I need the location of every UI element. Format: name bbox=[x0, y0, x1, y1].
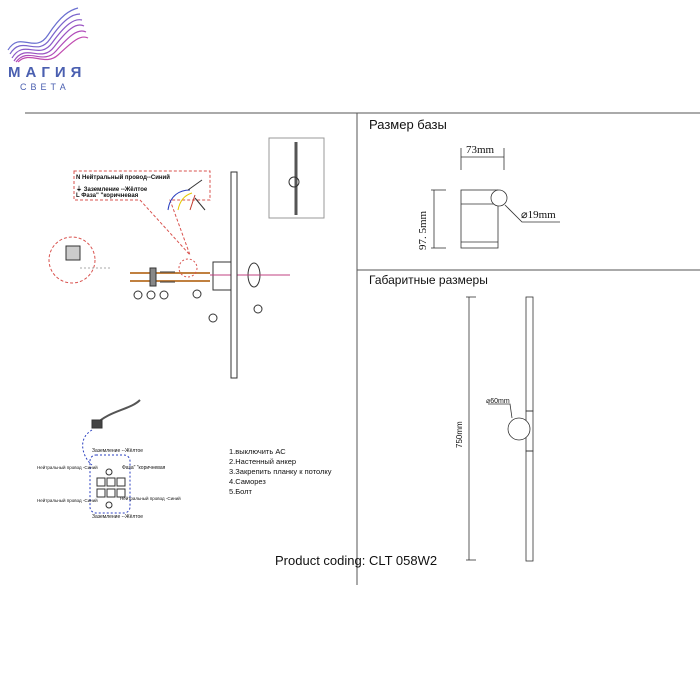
legend-neutral: N Нейтральный провод--Синий bbox=[76, 175, 170, 181]
step-1: 1.выключить АС bbox=[229, 447, 286, 456]
wiring-neutral-left-bottom: Нейтральный провод -Синий bbox=[37, 498, 98, 503]
legend-phase: L Фаза" "коричневая bbox=[76, 193, 138, 199]
ground-symbol-icon: ⏚ bbox=[76, 187, 83, 193]
logo-text: МАГИЯ bbox=[8, 64, 87, 81]
breaker-icon bbox=[65, 245, 81, 261]
legend-neutral-text: Нейтральный провод--Синий bbox=[82, 175, 170, 181]
wiring-neutral-right-bottom: Нейтральный провод -Синий bbox=[120, 496, 181, 501]
step-5: 5.Болт bbox=[229, 487, 252, 496]
base-width-label: 73mm bbox=[466, 144, 495, 156]
wiring-ground-top: Заземление --Жёлтое bbox=[92, 448, 144, 454]
overall-diameter-label: ⌀60mm bbox=[486, 398, 510, 405]
wiring-diagram bbox=[82, 399, 141, 514]
wiring-ground-bottom: Заземление --Жёлтое bbox=[92, 514, 144, 520]
callout-wire-detail bbox=[167, 179, 206, 211]
installation-steps: 1.выключить АС 2.Настенный анкер 3.Закре… bbox=[229, 447, 332, 497]
base-size-drawing bbox=[431, 148, 560, 249]
base-diameter-label: ⌀19mm bbox=[521, 209, 556, 221]
step-4: 4.Саморез bbox=[229, 477, 266, 486]
fixture-side-view bbox=[230, 171, 238, 379]
mounting-assembly bbox=[130, 258, 290, 323]
product-coding: Product coding: CLT 058W2 bbox=[275, 553, 438, 568]
base-height-label: 97. 5mm bbox=[417, 210, 429, 250]
step-3: 3.Закрепить планку к потолку bbox=[229, 467, 332, 476]
legend-ground: ⏚ Заземление --Жёлтое bbox=[76, 184, 147, 193]
step-2: 2.Настенный анкер bbox=[229, 457, 297, 466]
logo-subtext: СВЕТА bbox=[20, 82, 70, 92]
logo-mark bbox=[7, 7, 89, 63]
callout-box bbox=[73, 170, 211, 256]
overall-drawing bbox=[466, 296, 534, 562]
neutral-symbol-icon: N bbox=[76, 175, 81, 181]
overall-title: Габаритные размеры bbox=[369, 273, 488, 287]
wiring-neutral-left-top: Нейтральный провод -Синий bbox=[37, 465, 98, 470]
breaker-callout bbox=[48, 236, 96, 284]
overall-length-label: 750mm bbox=[455, 421, 464, 448]
legend-phase-text: Фаза" "коричневая bbox=[81, 193, 139, 199]
base-size-title: Размер базы bbox=[369, 117, 447, 132]
phase-symbol-icon: L bbox=[76, 193, 80, 199]
legend-ground-text: Заземление --Жёлтое bbox=[83, 187, 148, 193]
fixture-thumbnail bbox=[268, 137, 325, 219]
wiring-phase-right: Фаза" "коричневая bbox=[122, 465, 166, 471]
